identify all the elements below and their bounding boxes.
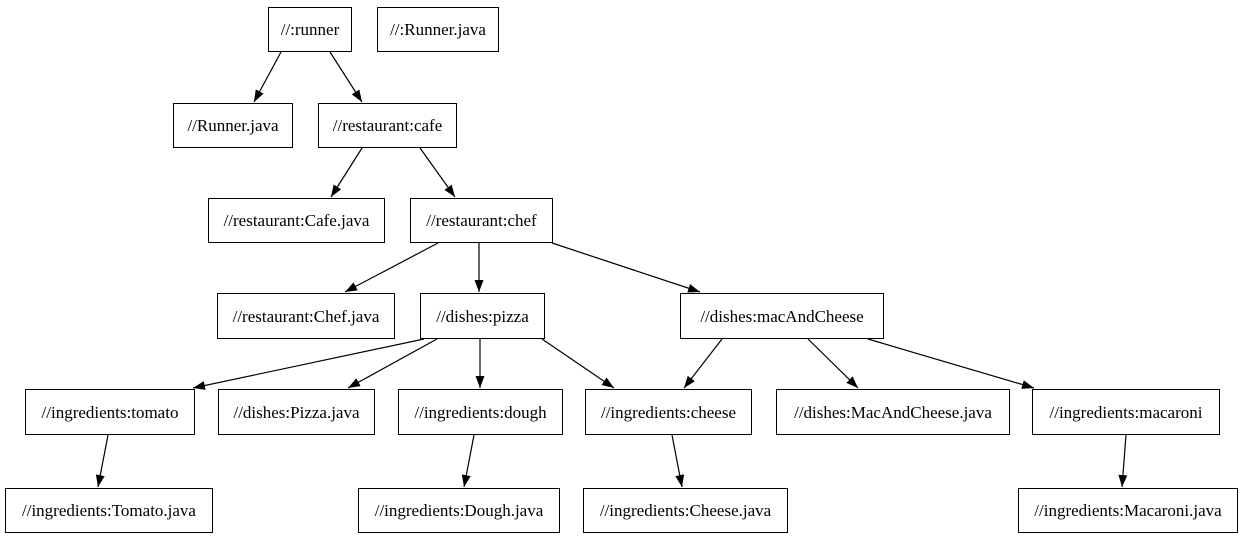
edge-pizza-to-cheese bbox=[541, 338, 615, 389]
graph-node-label: //:runner bbox=[280, 20, 340, 39]
edge-cheese-to-cheese-java bbox=[671, 434, 685, 488]
edge-dough-to-dough-java bbox=[461, 434, 475, 488]
graph-node-mac-and-cheese: //dishes:macAndCheese bbox=[680, 293, 884, 339]
edge-mac-and-cheese-to-macaroni bbox=[867, 338, 1035, 389]
graph-node-dough-java: //ingredients:Dough.java bbox=[358, 488, 560, 533]
graph-node-chef-java: //restaurant:Chef.java bbox=[217, 293, 395, 339]
edge-mac-and-cheese-to-mac-and-cheese-java bbox=[807, 338, 859, 389]
graph-node-label: //restaurant:Chef.java bbox=[232, 306, 380, 326]
edge-pizza-to-pizza-java bbox=[347, 338, 438, 389]
graph-node-runner-java-lib: //:Runner.java bbox=[377, 7, 499, 52]
graph-node-runner-java: //Runner.java bbox=[173, 103, 293, 148]
graph-node-runner: //:runner bbox=[268, 7, 352, 52]
graph-node-label: //restaurant:cafe bbox=[332, 116, 443, 135]
graph-node-chef: //restaurant:chef bbox=[410, 198, 553, 243]
edge-chef-to-mac-and-cheese bbox=[551, 242, 701, 293]
graph-node-label: //Runner.java bbox=[187, 116, 279, 135]
graph-node-mac-and-cheese-java: //dishes:MacAndCheese.java bbox=[776, 389, 1010, 435]
graph-node-label: //ingredients:Dough.java bbox=[374, 501, 544, 520]
graph-node-label: //dishes:pizza bbox=[436, 306, 529, 326]
graph-node-label: //restaurant:chef bbox=[426, 211, 537, 230]
edge-runner-to-cafe bbox=[329, 51, 363, 103]
graph-node-pizza: //dishes:pizza bbox=[420, 293, 545, 339]
edge-mac-and-cheese-to-cheese bbox=[683, 338, 723, 389]
graph-node-label: //ingredients:Cheese.java bbox=[599, 501, 772, 520]
edge-runner-to-runner-java bbox=[253, 51, 282, 103]
graph-node-label: //ingredients:cheese bbox=[600, 402, 736, 422]
graph-node-dough: //ingredients:dough bbox=[398, 389, 563, 435]
graph-node-pizza-java: //dishes:Pizza.java bbox=[218, 389, 375, 435]
graph-node-label: //restaurant:Cafe.java bbox=[223, 211, 370, 230]
graph-node-label: //dishes:Pizza.java bbox=[233, 402, 360, 422]
edge-chef-to-chef-java bbox=[344, 242, 439, 293]
edge-tomato-to-tomato-java bbox=[95, 434, 109, 488]
graph-node-macaroni: //ingredients:macaroni bbox=[1032, 389, 1220, 435]
graph-node-label: //dishes:macAndCheese bbox=[700, 306, 864, 326]
graph-node-tomato-java: //ingredients:Tomato.java bbox=[5, 488, 213, 533]
graph-node-cheese: //ingredients:cheese bbox=[585, 389, 752, 435]
graph-node-cafe: //restaurant:cafe bbox=[318, 103, 457, 148]
graph-node-cheese-java: //ingredients:Cheese.java bbox=[583, 488, 788, 533]
graph-node-label: //ingredients:Macaroni.java bbox=[1034, 501, 1222, 520]
graph-node-tomato: //ingredients:tomato bbox=[25, 389, 195, 435]
graph-node-label: //ingredients:tomato bbox=[41, 402, 179, 422]
graph-node-label: //:Runner.java bbox=[390, 20, 486, 39]
edge-cafe-to-cafe-java bbox=[330, 147, 363, 198]
graph-node-cafe-java: //restaurant:Cafe.java bbox=[208, 198, 385, 243]
graph-node-label: //dishes:MacAndCheese.java bbox=[794, 402, 992, 422]
graph-node-label: //ingredients:macaroni bbox=[1049, 402, 1203, 422]
graph-node-macaroni-java: //ingredients:Macaroni.java bbox=[1018, 488, 1238, 533]
graph-node-label: //ingredients:Tomato.java bbox=[22, 501, 196, 520]
edge-macaroni-to-macaroni-java bbox=[1118, 434, 1128, 488]
graph-node-label: //ingredients:dough bbox=[414, 402, 547, 422]
edge-cafe-to-chef bbox=[419, 147, 456, 198]
edge-pizza-to-tomato bbox=[192, 338, 425, 390]
